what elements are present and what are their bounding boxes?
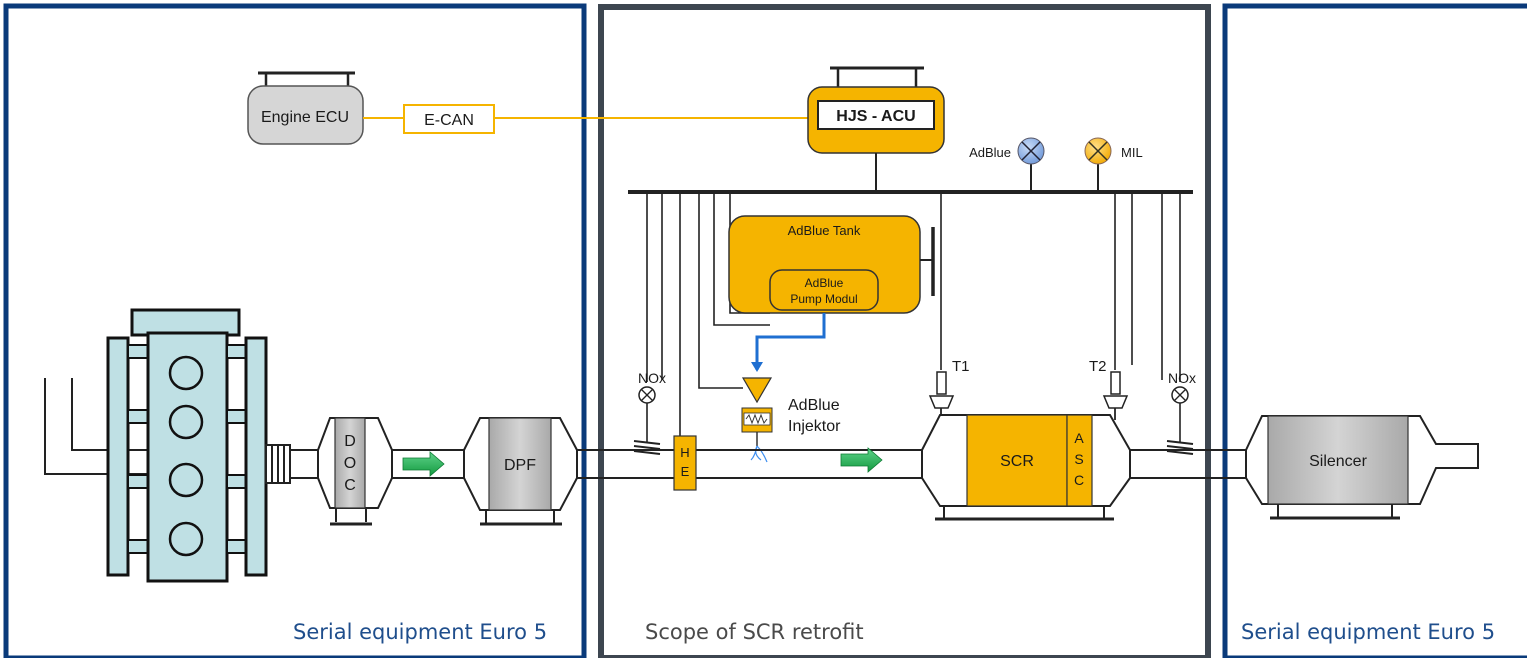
- mil-lamp-label: MIL: [1121, 145, 1143, 160]
- flex-coupling: [265, 444, 318, 484]
- t2-label: T2: [1089, 358, 1107, 375]
- injector-label-line2: Injektor: [788, 418, 841, 435]
- doc-catalyst: D O C: [317, 417, 393, 526]
- adblue-lamp: AdBlue: [969, 137, 1045, 192]
- hjs-acu: HJS - ACU: [807, 66, 945, 154]
- pump-label-line1: AdBlue: [805, 276, 844, 290]
- t2-sensor: T2: [1089, 358, 1129, 420]
- he-letter-2: E: [681, 464, 690, 479]
- he-element: H E: [673, 435, 697, 491]
- adblue-dosing-arrowhead: [751, 362, 763, 372]
- t1-label: T1: [952, 358, 970, 375]
- e-can-label: E-CAN: [424, 112, 474, 129]
- asc-letter-1: A: [1074, 430, 1084, 446]
- adblue-tank: AdBlue Tank AdBlue Pump Modul: [728, 215, 935, 314]
- silencer-label: Silencer: [1309, 453, 1367, 470]
- he-letter-1: H: [680, 445, 689, 460]
- adblue-lamp-label: AdBlue: [969, 145, 1011, 160]
- doc-letter-2: O: [344, 455, 356, 472]
- e-can-box: [403, 104, 495, 134]
- nox-inlet-label: NOx: [638, 370, 666, 386]
- flow-arrow-1: [402, 451, 445, 477]
- nox-sensor-inlet: NOx: [633, 365, 666, 455]
- injector-label-line1: AdBlue: [788, 397, 840, 414]
- adblue-tank-label: AdBlue Tank: [788, 223, 861, 238]
- panel-serial-left: [3, 3, 587, 658]
- engine-ecu: Engine ECU: [247, 71, 364, 145]
- engine-ecu-label: Engine ECU: [261, 109, 349, 126]
- control-wires: [646, 192, 1181, 436]
- scr-label: SCR: [1000, 453, 1034, 470]
- caption-serial-equipment-left: Serial equipment Euro 5: [293, 620, 548, 644]
- doc-letter-3: C: [344, 477, 356, 494]
- dpf-filter: DPF: [463, 417, 578, 526]
- engine-block: [44, 308, 268, 583]
- mil-lamp: MIL: [1084, 137, 1143, 192]
- caption-scope-scr-retrofit: Scope of SCR retrofit: [645, 620, 864, 644]
- pump-module: [769, 269, 879, 311]
- panel-scr-retrofit: [598, 4, 1211, 658]
- adblue-injector: AdBlue Injektor: [741, 377, 841, 463]
- asc-letter-2: S: [1074, 451, 1083, 467]
- caption-serial-equipment-right: Serial equipment Euro 5: [1241, 620, 1496, 644]
- acu-label: HJS - ACU: [836, 108, 915, 125]
- panel-serial-right: [1222, 3, 1527, 658]
- scr-catalyst: SCR A S C: [921, 414, 1131, 521]
- dpf-label: DPF: [504, 457, 536, 474]
- flow-arrow-2: [840, 447, 883, 473]
- asc-letter-3: C: [1074, 472, 1084, 488]
- doc-letter-1: D: [344, 433, 356, 450]
- t1-sensor: T1: [928, 358, 970, 420]
- nox-sensor-outlet: NOx: [1166, 365, 1196, 455]
- nox-outlet-label: NOx: [1168, 370, 1196, 386]
- pump-label-line2: Pump Modul: [790, 292, 857, 306]
- adblue-dosing-line: [755, 313, 826, 370]
- silencer: Silencer: [1245, 415, 1479, 520]
